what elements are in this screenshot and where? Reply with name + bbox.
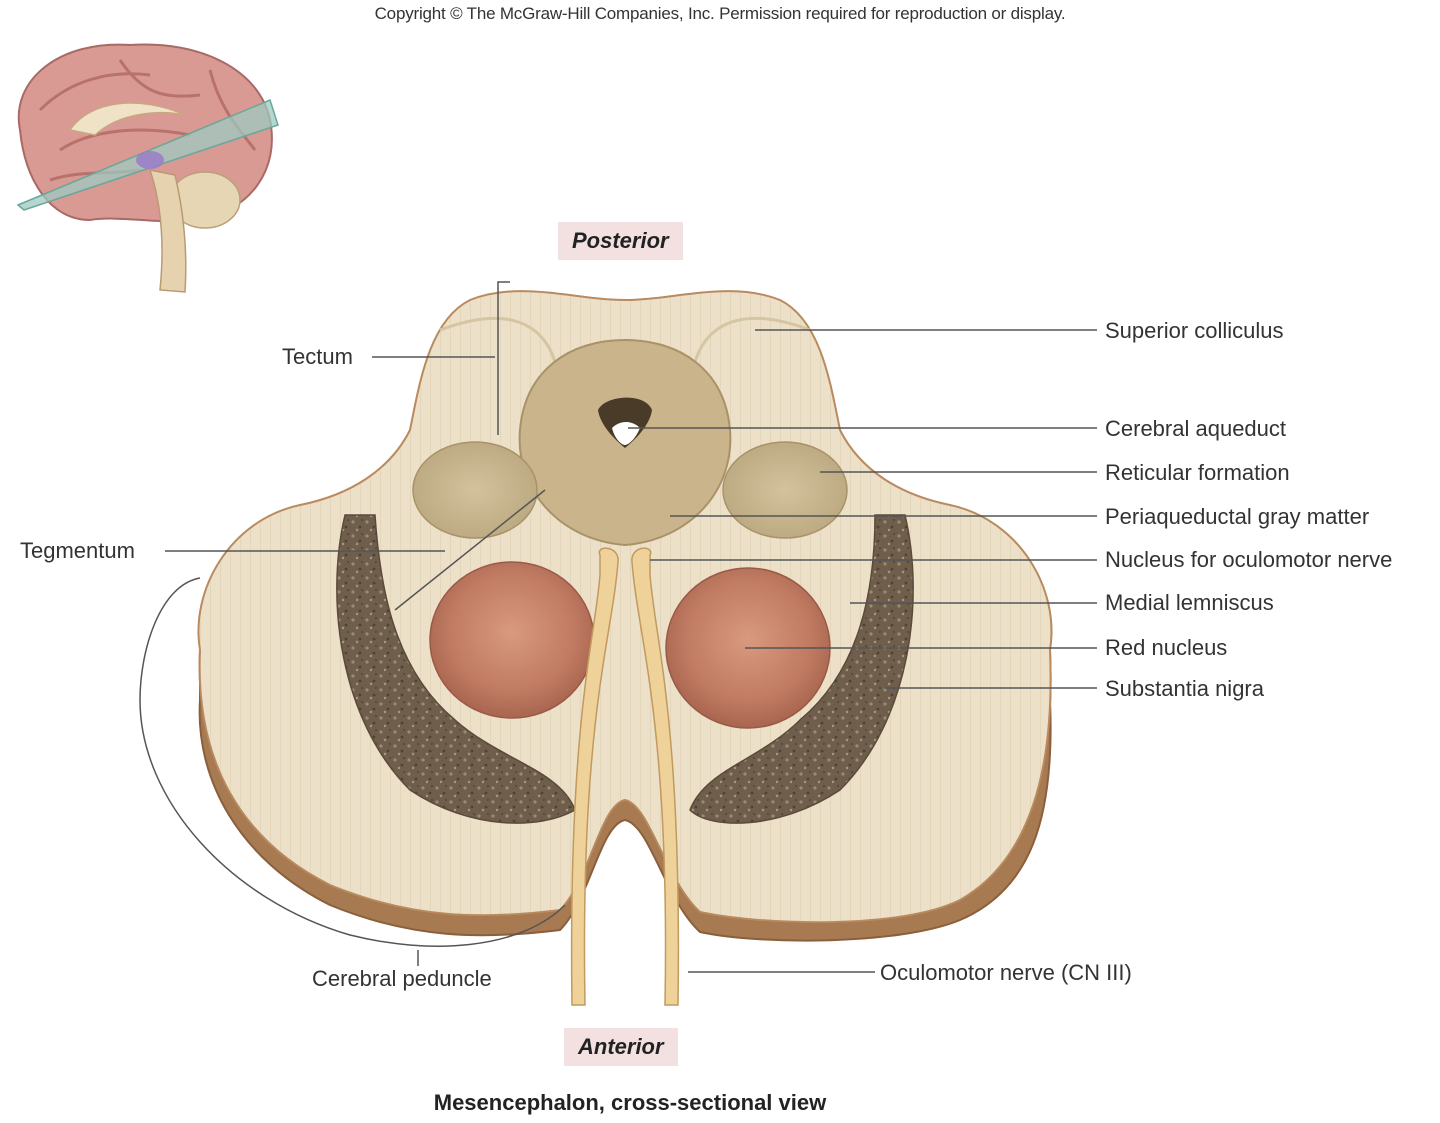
leader-lines <box>139 281 1097 973</box>
label-medial-lemniscus: Medial lemniscus <box>1105 590 1274 615</box>
label-tectum: Tectum <box>282 344 353 369</box>
orientation-posterior: Posterior <box>558 222 683 260</box>
label-reticular-formation: Reticular formation <box>1105 460 1290 485</box>
orientation-anterior: Anterior <box>564 1028 678 1066</box>
label-superior-colliculus: Superior colliculus <box>1105 318 1284 343</box>
label-oculomotor-nerve: Oculomotor nerve (CN III) <box>880 960 1132 985</box>
cross-section <box>197 290 1053 1006</box>
label-oculomotor-nucleus: Nucleus for oculomotor nerve <box>1105 547 1393 572</box>
tegmentum-line <box>394 489 546 611</box>
label-red-nucleus: Red nucleus <box>1105 635 1228 660</box>
label-periaqueductal-gray: Periaqueductal gray matter <box>1105 504 1370 529</box>
figure-caption: Mesencephalon, cross-sectional view <box>433 1090 827 1115</box>
cerebral-peduncle-bracket <box>139 577 566 947</box>
tectum-bracket <box>497 281 510 435</box>
brain-inset <box>16 43 279 293</box>
label-substantia-nigra: Substantia nigra <box>1105 676 1264 701</box>
label-cerebral-aqueduct: Cerebral aqueduct <box>1105 416 1287 441</box>
label-tegmentum: Tegmentum <box>20 538 135 563</box>
label-cerebral-peduncle: Cerebral peduncle <box>312 966 492 991</box>
copyright-notice: Copyright © The McGraw-Hill Companies, I… <box>374 4 1066 23</box>
